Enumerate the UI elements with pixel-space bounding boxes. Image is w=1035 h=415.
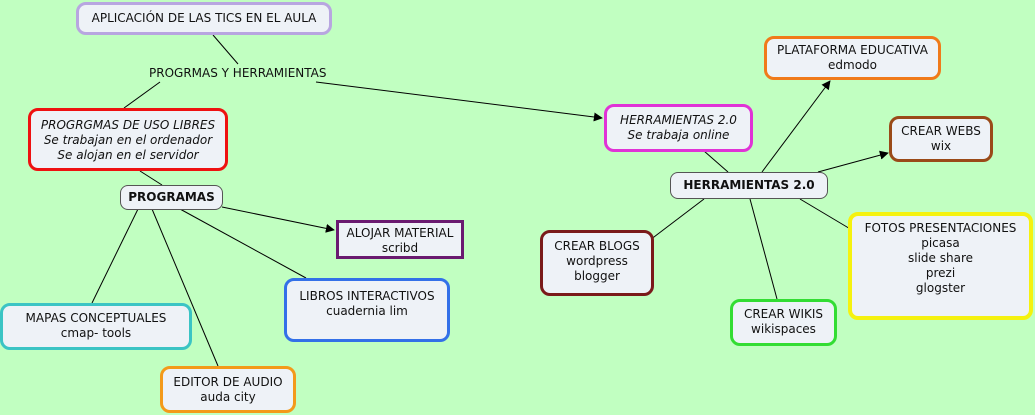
node-crear-wikis[interactable]: CREAR WIKIS wikispaces [730,299,837,346]
line-libres-programas [139,170,163,186]
node-blogs-line-3: blogger [574,269,620,283]
line-programas-mapas [91,208,139,304]
node-fotos-line-4: prezi [925,266,956,280]
node-editor-audio[interactable]: EDITOR DE AUDIO auda city [160,366,296,413]
node-libros-line-2: cuadernia lim [326,304,408,318]
arrow-hcenter-plataforma [761,80,831,173]
node-alojar-line-2: scribd [381,241,419,255]
node-plataforma-educativa[interactable]: PLATAFORMA EDUCATIVA edmodo [764,36,941,80]
node-plataforma-line-2: edmodo [828,58,877,72]
node-alojar-line-1: ALOJAR MATERIAL [346,226,454,240]
arrow-programas-alojar [221,206,335,233]
node-libres-line-1: PROGRGMAS DE USO LIBRES [40,118,216,132]
node-libros-interactivos[interactable]: LIBROS INTERACTIVOS cuadernia lim [284,278,450,342]
node-plataforma-line-1: PLATAFORMA EDUCATIVA [777,43,928,57]
node-mapas-conceptuales[interactable]: MAPAS CONCEPTUALES cmap- tools [0,303,192,350]
node-programas-uso-libres[interactable]: PROGRGMAS DE USO LIBRES Se trabajan en e… [28,108,228,171]
node-fotos-line-2: picasa [921,236,960,250]
line-root-label [212,34,239,65]
arrow-hcenter-webs [817,150,889,173]
node-fotos-presentaciones[interactable]: FOTOS PRESENTACIONES picasa slide share … [848,212,1033,320]
node-aplicacion-tics[interactable]: APLICACIÓN DE LAS TICS EN EL AULA [76,2,332,35]
node-libres-line-2: Se trabajan en el ordenador [43,133,213,147]
node-wikis-line-1: CREAR WIKIS [743,307,824,321]
node-herramientas-online[interactable]: HERRAMIENTAS 2.0 Se trabaja online [604,104,753,152]
node-crear-blogs[interactable]: CREAR BLOGS wordpress blogger [540,230,654,296]
node-blogs-line-1: CREAR BLOGS [554,239,640,253]
node-programas[interactable]: PROGRAMAS [120,185,223,210]
line-h20-hcenter [703,150,729,173]
node-mapas-line-2: cmap- tools [60,326,132,340]
line-programas-libros [179,208,307,279]
line-programas-audio [151,208,219,367]
node-programas-line-1: PROGRAMAS [128,190,215,204]
node-alojar-material[interactable]: ALOJAR MATERIAL scribd [336,220,464,259]
node-hcenter-line-1: HERRAMIENTAS 2.0 [683,178,815,192]
node-webs-line-2: wix [930,139,952,153]
line-hcenter-wikis [749,198,778,300]
node-h20-line-2: Se trabaja online [627,128,730,142]
node-audio-line-1: EDITOR DE AUDIO [173,375,283,389]
line-label-libres [123,81,161,109]
node-h20-line-1: HERRAMIENTAS 2.0 [620,113,737,127]
node-fotos-line-1: FOTOS PRESENTACIONES [864,221,1017,235]
node-libres-line-3: Se alojan en el servidor [57,148,199,162]
node-fotos-line-3: slide share [908,251,973,265]
link-label-progrgmas: PROGRMAS Y HERRAMIENTAS [147,66,329,81]
node-audio-line-2: auda city [200,390,256,404]
node-crear-webs[interactable]: CREAR WEBS wix [889,116,993,162]
node-wikis-line-2: wikispaces [751,322,816,336]
node-mapas-line-1: MAPAS CONCEPTUALES [25,311,167,325]
line-hcenter-fotos [799,198,853,231]
node-herramientas-center[interactable]: HERRAMIENTAS 2.0 [670,172,828,199]
line-hcenter-blogs [649,198,705,241]
node-libros-line-1: LIBROS INTERACTIVOS [299,289,435,303]
node-blogs-line-2: wordpress [566,254,628,268]
node-webs-line-1: CREAR WEBS [901,124,981,138]
node-aplicacion-tics-line-1: APLICACIÓN DE LAS TICS EN EL AULA [91,11,317,25]
arrow-label-h20 [315,81,603,122]
node-fotos-line-5: glogster [915,281,966,295]
